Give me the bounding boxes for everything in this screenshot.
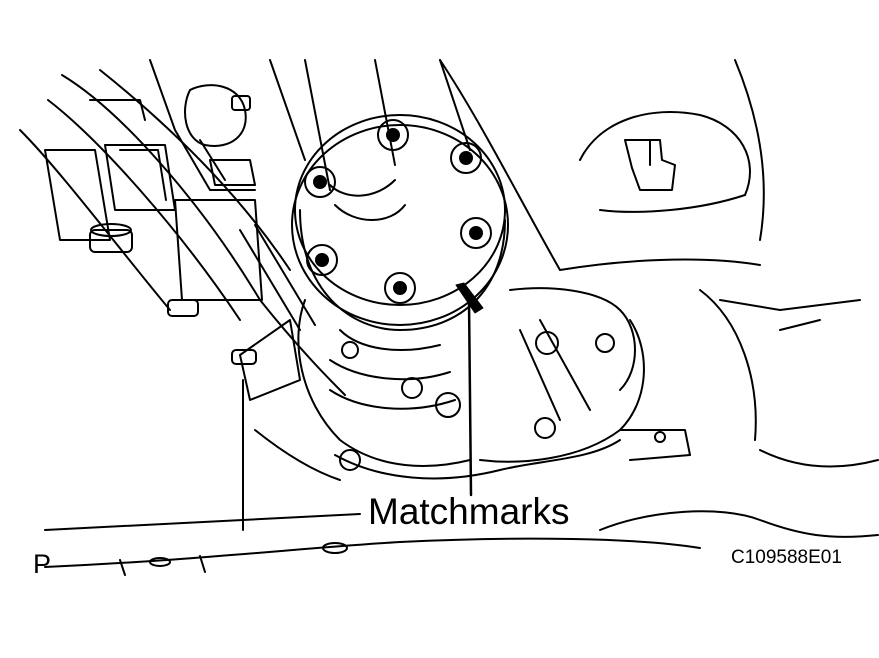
body-panel <box>439 59 879 468</box>
callout-leader <box>467 298 473 497</box>
figure-id-label: C109588E01 <box>731 547 842 568</box>
flange-bolts <box>304 119 492 304</box>
floor-frame <box>44 510 879 576</box>
bolt-6 <box>384 272 416 304</box>
bolt-1 <box>377 119 409 151</box>
bolt-3 <box>460 217 492 249</box>
bolt-2 <box>450 142 482 174</box>
drive-shaft <box>269 59 471 221</box>
view-code-label: P <box>33 549 52 579</box>
bolt-4 <box>304 166 336 198</box>
pump-housing <box>254 287 691 481</box>
hose-clamp <box>89 59 256 191</box>
bolt-5 <box>306 244 338 276</box>
bracket-rails <box>19 69 346 531</box>
matchmarks-label: Matchmarks <box>368 491 570 532</box>
